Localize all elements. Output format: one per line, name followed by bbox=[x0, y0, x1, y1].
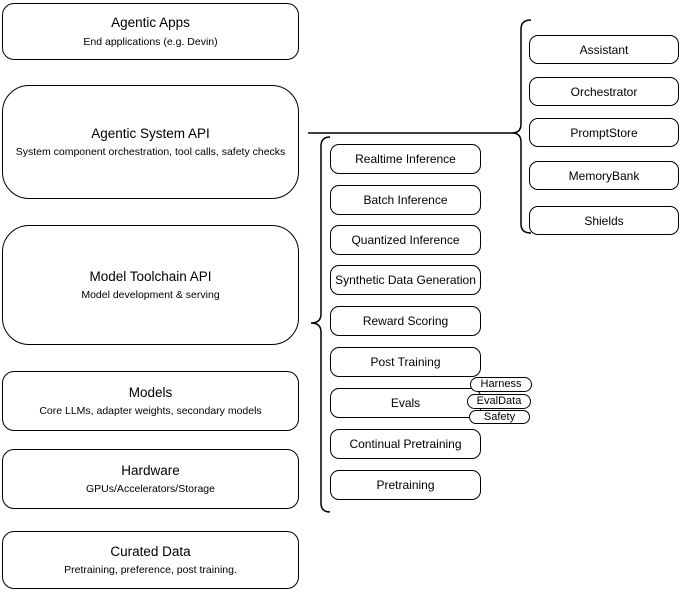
box-orchestrator: Orchestrator bbox=[529, 77, 679, 106]
box-title: Model Toolchain API bbox=[89, 268, 212, 284]
tag-safety: Safety bbox=[469, 410, 530, 424]
box-label: Orchestrator bbox=[570, 84, 638, 99]
box-label: Quantized Inference bbox=[351, 233, 460, 247]
box-title: Agentic System API bbox=[91, 125, 210, 141]
box-assistant: Assistant bbox=[529, 35, 679, 64]
box-title: Curated Data bbox=[110, 543, 191, 559]
box-subtitle: System component orchestration, tool cal… bbox=[15, 146, 286, 159]
box-memorybank: MemoryBank bbox=[529, 161, 679, 190]
box-label: Pretraining bbox=[376, 478, 435, 492]
tag-label: Safety bbox=[483, 410, 516, 423]
box-subtitle: Core LLMs, adapter weights, secondary mo… bbox=[39, 405, 262, 418]
box-model-toolchain-api: Model Toolchain API Model development & … bbox=[2, 225, 299, 345]
box-subtitle: GPUs/Accelerators/Storage bbox=[86, 483, 215, 496]
box-hardware: Hardware GPUs/Accelerators/Storage bbox=[2, 449, 299, 509]
box-models: Models Core LLMs, adapter weights, secon… bbox=[2, 371, 299, 431]
box-pretraining: Pretraining bbox=[330, 470, 481, 500]
tag-harness: Harness bbox=[470, 377, 532, 392]
brace-toolchain-group bbox=[310, 136, 331, 513]
box-label: Assistant bbox=[579, 42, 629, 57]
box-label: Synthetic Data Generation bbox=[335, 273, 476, 287]
box-label: Realtime Inference bbox=[355, 152, 456, 166]
box-shields: Shields bbox=[529, 206, 679, 235]
tag-label: Harness bbox=[480, 378, 522, 390]
box-post-training: Post Training bbox=[330, 347, 481, 377]
box-agentic-apps: Agentic Apps End applications (e.g. Devi… bbox=[2, 3, 299, 60]
box-label: Post Training bbox=[370, 355, 441, 369]
box-synthetic-data-generation: Synthetic Data Generation bbox=[330, 265, 481, 295]
box-label: Batch Inference bbox=[363, 193, 448, 207]
box-promptstore: PromptStore bbox=[529, 118, 679, 147]
box-subtitle: End applications (e.g. Devin) bbox=[83, 35, 218, 48]
box-label: Continual Pretraining bbox=[349, 437, 462, 451]
box-label: Shields bbox=[584, 213, 624, 228]
box-quantized-inference: Quantized Inference bbox=[330, 225, 481, 255]
box-continual-pretraining: Continual Pretraining bbox=[330, 429, 481, 459]
box-subtitle: Pretraining, preference, post training. bbox=[64, 564, 237, 577]
box-label: MemoryBank bbox=[568, 168, 640, 183]
box-batch-inference: Batch Inference bbox=[330, 185, 481, 215]
tag-evaldata: EvalData bbox=[467, 394, 531, 409]
box-label: PromptStore bbox=[570, 125, 638, 140]
box-subtitle: Model development & serving bbox=[81, 289, 220, 302]
box-agentic-system-api: Agentic System API System component orch… bbox=[2, 85, 299, 199]
box-title: Agentic Apps bbox=[111, 15, 190, 31]
box-reward-scoring: Reward Scoring bbox=[330, 306, 481, 336]
box-curated-data: Curated Data Pretraining, preference, po… bbox=[2, 531, 299, 589]
box-title: Hardware bbox=[121, 462, 180, 478]
box-label: Evals bbox=[390, 396, 421, 410]
box-title: Models bbox=[128, 384, 173, 400]
box-realtime-inference: Realtime Inference bbox=[330, 144, 481, 174]
box-label: Reward Scoring bbox=[362, 314, 449, 328]
box-evals: Evals bbox=[330, 388, 481, 418]
tag-label: EvalData bbox=[476, 395, 522, 407]
brace-system-group bbox=[511, 19, 532, 234]
